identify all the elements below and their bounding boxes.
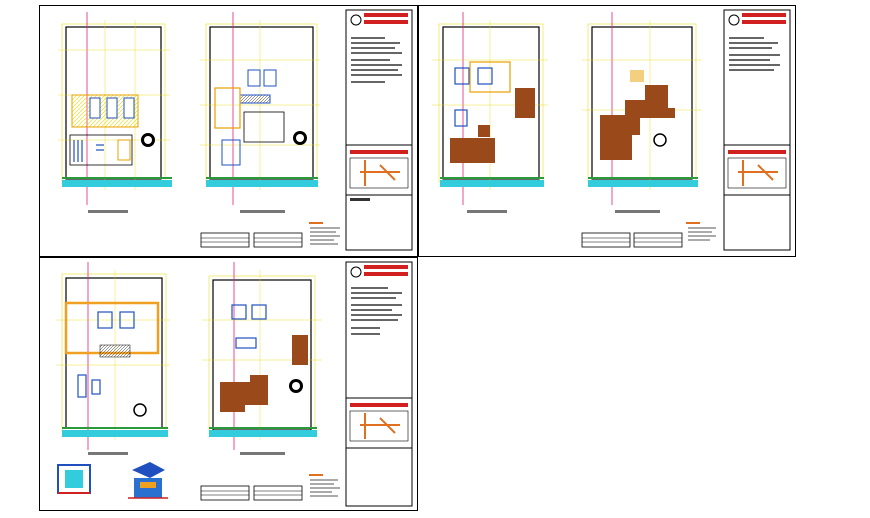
floor-plan-second <box>432 12 548 213</box>
floor-plan-upper <box>200 12 320 213</box>
schedule-tables-3 <box>200 474 340 501</box>
floor-plan-fourth <box>202 262 322 455</box>
floor-plan-ground <box>58 12 172 213</box>
detail-drawings <box>57 462 168 499</box>
schedule-tables-1 <box>200 222 340 248</box>
title-block-1 <box>345 9 413 251</box>
roof-plan <box>582 12 702 213</box>
schedule-tables-2 <box>581 222 716 248</box>
floor-plan-third <box>56 262 170 455</box>
title-block-3 <box>345 261 413 507</box>
title-block-2 <box>723 9 791 251</box>
